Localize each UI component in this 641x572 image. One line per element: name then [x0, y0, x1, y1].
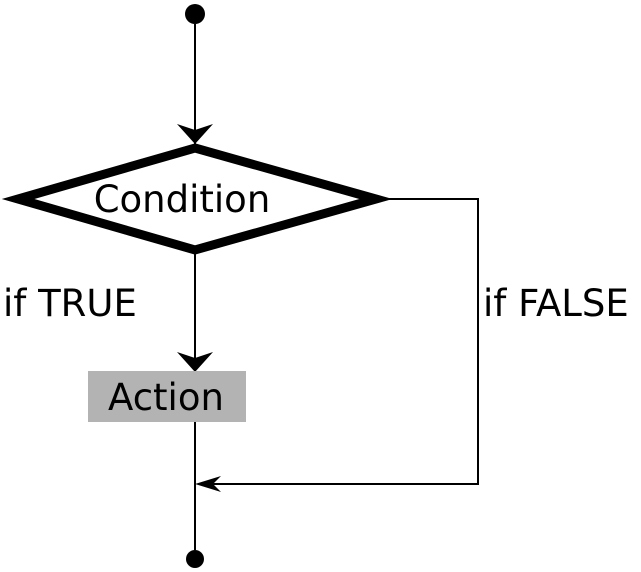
false-branch-edge [200, 198, 479, 485]
true-branch-label: if TRUE [3, 282, 137, 325]
end-node [186, 550, 204, 568]
action-label: Action [108, 376, 224, 419]
start-node [185, 4, 205, 24]
condition-label: Condition [94, 178, 271, 221]
false-branch-label: if FALSE [483, 282, 629, 325]
false-branch-arrowhead [195, 476, 221, 492]
condition-node [1, 143, 393, 255]
action-node [88, 371, 246, 422]
